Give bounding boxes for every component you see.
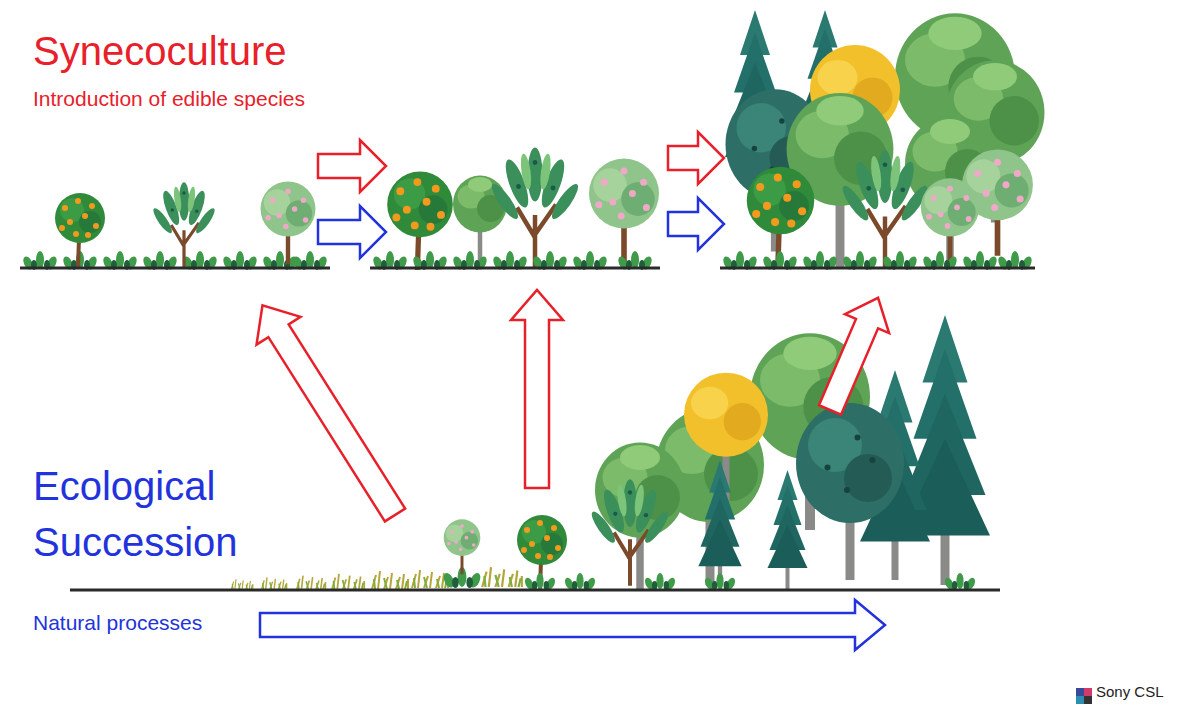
arrows [241,132,901,650]
stage-three [720,10,1045,271]
logo-mark [1076,688,1092,704]
method-subtitle: Introduction of edible species [33,86,305,112]
stage-two [370,148,660,272]
watermark: Sony CSL [1096,683,1164,702]
process-subtitle: Natural processes [33,610,202,636]
method-title: Synecoculture [33,26,286,76]
process-title: Ecological Succession [33,458,268,570]
stage-one [20,182,330,272]
